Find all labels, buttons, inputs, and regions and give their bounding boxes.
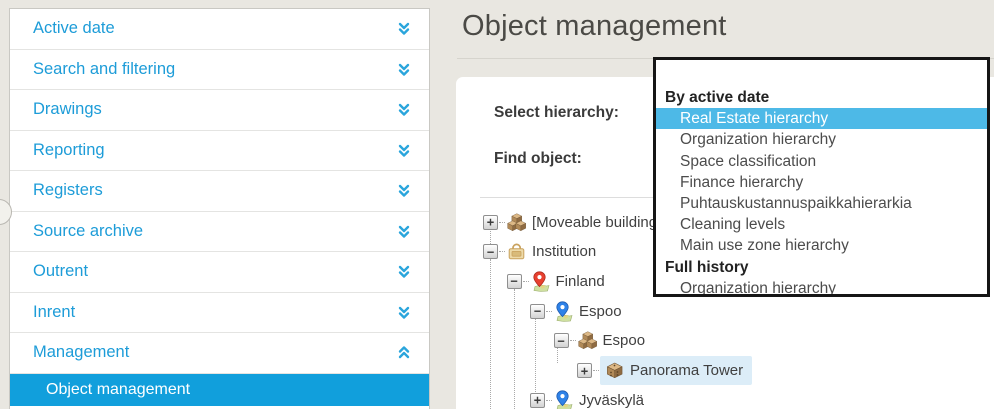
tree-node-text[interactable]: Jyväskylä — [579, 391, 645, 409]
tree-node-jyv-skyl: + Jyväskylä — [530, 386, 644, 409]
sidebar-item-outrent[interactable]: Outrent — [10, 252, 429, 293]
sidebar-item-object-management-active[interactable]: Object management — [10, 373, 429, 406]
sidebar-item-label: Drawings — [33, 100, 102, 119]
chevron-down-icon — [397, 143, 411, 158]
tree-node-text: Panorama Tower — [630, 362, 744, 379]
sidebar-active-child-label: Object management — [46, 380, 191, 398]
sidebar-item-inrent[interactable]: Inrent — [10, 293, 429, 333]
tree-connector-stub — [522, 280, 529, 282]
chevron-down-icon — [397, 62, 411, 77]
sidebar-item-registers[interactable]: Registers — [10, 171, 429, 212]
pin-red-icon — [530, 271, 551, 292]
tree-collapse-icon[interactable]: − — [530, 303, 545, 319]
sidebar-item-active-date[interactable]: Active date — [10, 9, 429, 50]
sidebar-item-label: Outrent — [33, 262, 89, 281]
tree-node-text[interactable]: Espoo — [602, 332, 646, 350]
bag-icon — [506, 241, 527, 262]
dropdown-option-puhtauskustannuspaikkahierarkia[interactable]: Puhtauskustannuspaikkahierarkia — [680, 194, 912, 212]
chevron-down-icon — [397, 102, 411, 117]
dropdown-option-organization-hierarchy[interactable]: Organization hierarchy — [680, 131, 836, 149]
boxes-icon — [577, 330, 598, 351]
select-hierarchy-label: Select hierarchy: — [494, 104, 619, 121]
tree-connector-stub — [569, 340, 576, 342]
sidebar-item-drawings[interactable]: Drawings — [10, 90, 429, 131]
chevron-up-icon — [397, 345, 411, 360]
page-title: Object management — [462, 10, 727, 42]
sidebar-item-source-archive[interactable]: Source archive — [10, 212, 429, 252]
pin-blue-icon — [553, 390, 574, 409]
sidebar-item-label: Management — [33, 343, 130, 362]
tree-connector-stub — [546, 310, 552, 312]
tree-node-espoo: − Espoo — [530, 297, 622, 325]
find-object-label: Find object: — [494, 150, 582, 167]
tree-expand-icon[interactable]: + — [530, 392, 545, 408]
tree-collapse-icon[interactable]: − — [506, 273, 522, 289]
tree-collapse-icon[interactable]: − — [553, 333, 569, 349]
chevron-down-icon — [397, 305, 411, 320]
tree-connector-line — [535, 318, 536, 392]
tree-node-text[interactable]: Finland — [555, 272, 605, 290]
tree-collapse-icon[interactable]: − — [483, 244, 498, 260]
tree-connector-stub — [546, 399, 552, 401]
tree-node-label[interactable]: Panorama Tower — [600, 356, 753, 385]
tree-connector-stub — [499, 251, 505, 253]
tree-node-espoo: − Espoo — [553, 327, 646, 355]
chevron-down-icon — [397, 224, 411, 239]
tree-connector-stub — [499, 221, 505, 223]
sidebar-item-label: Source archive — [33, 221, 144, 240]
tree-node-moveable-buildings: + [Moveable buildings] — [483, 208, 669, 236]
tree-node-text[interactable]: [Moveable buildings] — [532, 213, 669, 231]
dropdown-option-real-estate-hierarchy[interactable]: Real Estate hierarchy — [656, 108, 987, 130]
tree-connector-stub — [593, 370, 599, 371]
dropdown-option-cleaning-levels[interactable]: Cleaning levels — [680, 216, 786, 234]
sidebar-item-label: Inrent — [33, 302, 76, 321]
chevron-down-icon — [397, 21, 411, 36]
tree-expand-icon[interactable]: + — [577, 363, 592, 378]
dropdown-group-header-by-active-date: By active date — [665, 89, 770, 106]
tree-node-panorama-tower: + Panorama Tower — [577, 356, 753, 385]
sidebar-item-label: Active date — [33, 19, 115, 38]
sidebar-item-reporting[interactable]: Reporting — [10, 131, 429, 171]
tree-connector-line — [557, 348, 558, 363]
sidebar-item-management[interactable]: Management — [10, 333, 429, 374]
pin-blue-icon — [553, 300, 574, 322]
tree-node-institution: − Institution — [483, 238, 596, 266]
tree-expand-icon[interactable]: + — [483, 214, 498, 230]
dropdown-option-finance-hierarchy[interactable]: Finance hierarchy — [680, 173, 804, 191]
sidebar-item-label: Reporting — [33, 140, 105, 159]
sidebar-item-label: Registers — [33, 181, 103, 200]
tree-node-text[interactable]: Institution — [532, 243, 597, 261]
tree-connector-line — [490, 259, 491, 409]
dropdown-option-space-classification[interactable]: Space classification — [680, 152, 817, 170]
tree-node-finland: − Finland — [506, 267, 605, 295]
dropdown-option-organization-hierarchy[interactable]: Organization hierarchy — [680, 279, 836, 297]
sidebar-item-label: Search and filtering — [33, 59, 176, 78]
dropdown-group-header-full-history: Full history — [665, 258, 749, 276]
tree-connector-line — [514, 289, 515, 409]
chevron-down-icon — [397, 264, 411, 279]
tree-connector-line — [490, 229, 491, 244]
tree-node-text[interactable]: Espoo — [579, 302, 622, 320]
boxes-icon — [506, 212, 527, 233]
box-icon — [604, 360, 625, 381]
sidebar-item-search-and-filtering[interactable]: Search and filtering — [10, 50, 429, 90]
chevron-down-icon — [397, 183, 411, 198]
dropdown-option-main-use-zone-hierarchy[interactable]: Main use zone hierarchy — [680, 237, 849, 255]
